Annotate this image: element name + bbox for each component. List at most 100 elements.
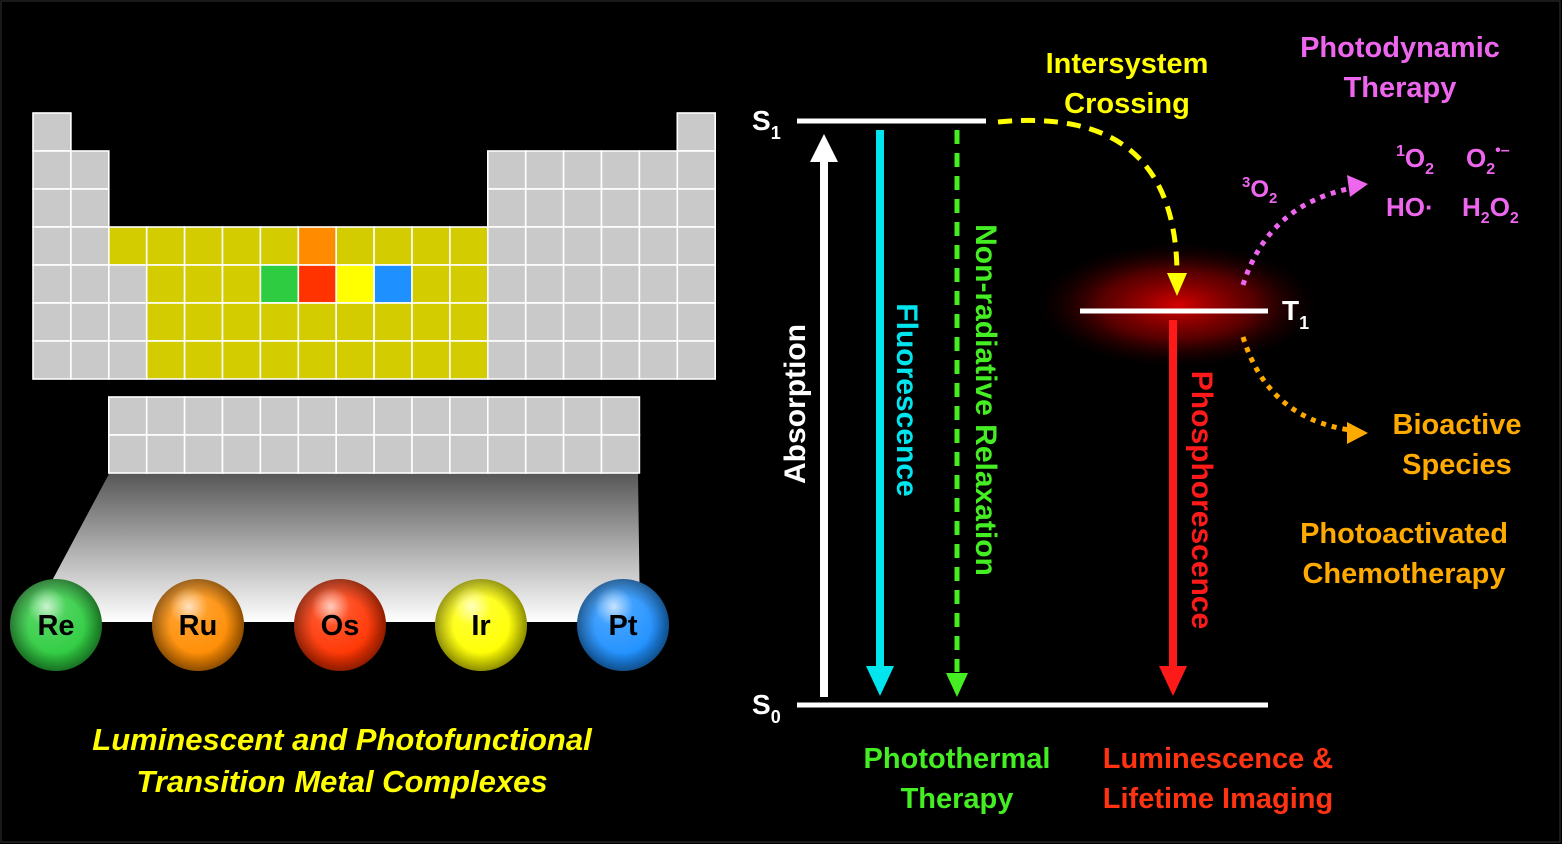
periodic-table-cell [32,150,72,190]
element-symbol: Pt [609,610,638,642]
f-block-cell [183,396,224,436]
sphere-highlight [435,579,527,671]
periodic-table-cell [259,340,300,380]
f-block-cell [449,396,489,436]
periodic-table-cell [411,226,451,266]
periodic-table-cell [524,264,565,304]
hydrogen-peroxide-label: H2O2 [1462,192,1519,227]
singlet-oxygen-label: 1O2 [1396,143,1434,178]
periodic-table-cell [562,264,603,304]
periodic-table-cell [638,264,679,304]
periodic-table-cell-ru [297,226,337,266]
periodic-table-cell [600,226,641,266]
f-block-cell [449,434,489,474]
f-block-cell [108,434,148,474]
f-block-cell [259,396,300,436]
phosphorescence-arrowhead [1159,666,1187,696]
s1-label: S1 [752,105,781,143]
periodic-table-cell [524,302,565,342]
periodic-table-cell [297,340,337,380]
periodic-table-cell [259,226,300,266]
periodic-table-cell [449,264,489,304]
f-block-cell [411,396,451,436]
periodic-table-cell [183,340,224,380]
periodic-table-cell [486,264,527,304]
pdt-label-1: Photodynamic [1300,32,1500,64]
periodic-table-cell [449,226,489,266]
periodic-table-cell [411,264,451,304]
f-block-cell [335,396,375,436]
periodic-table-cell [676,188,716,228]
periodic-table-cell [335,226,375,266]
periodic-table-cell [676,150,716,190]
f-block-cell [145,396,186,436]
periodic-table-cell [562,226,603,266]
periodic-table-cell [600,302,641,342]
f-block-cell [600,396,641,436]
periodic-table-cell [676,264,716,304]
periodic-table-cell [373,302,413,342]
periodic-table-cell [486,340,527,380]
periodic-table-cell [183,264,224,304]
periodic-table-cell [676,340,716,380]
periodic-table-cell [638,188,679,228]
periodic-table-cell [32,226,72,266]
absorption-arrowhead [810,134,838,162]
periodic-table-cell [183,226,224,266]
periodic-table-cell [221,302,262,342]
periodic-table-cell [259,302,300,342]
caption-line-1: Luminescent and Photofunctional [92,722,593,757]
periodic-table-cell [411,302,451,342]
periodic-table-cell [32,112,72,152]
f-block-cell [486,396,527,436]
periodic-table-cell [600,340,641,380]
bioactive-arrow [1240,336,1351,433]
element-sphere-ru: Ru [152,579,244,671]
f-block-cell [297,396,337,436]
periodic-table-cell [676,302,716,342]
periodic-table-cell [108,302,148,342]
periodic-table-cell [32,340,72,380]
periodic-table-cell [221,340,262,380]
sphere-highlight [294,579,386,671]
periodic-table-cell [145,340,186,380]
periodic-table-cell [638,302,679,342]
periodic-table-cell [221,226,262,266]
triplet-oxygen-label: 3O2 [1242,174,1277,207]
element-sphere-re: Re [10,579,102,671]
sphere-highlight [577,579,669,671]
imaging-label-2: Lifetime Imaging [1103,783,1333,815]
periodic-table-cell [638,226,679,266]
f-block-cell [297,434,337,474]
periodic-table-cell [373,340,413,380]
f-block-cell [373,396,413,436]
f-block-cell [145,434,186,474]
periodic-table-cell [32,188,72,228]
bioactive-label-2: Species [1402,449,1512,481]
fluorescence-arrowhead [866,666,894,696]
periodic-table-cell [373,226,413,266]
periodic-table-cell [411,340,451,380]
element-symbol: Os [321,610,360,642]
periodic-table-cell [600,150,641,190]
periodic-table-cell-ir [335,264,375,304]
isc-arrow [997,117,1180,273]
periodic-table [32,112,716,474]
pdt-arrowhead [1347,175,1368,197]
bioactive-label-1: Bioactive [1393,409,1522,441]
f-block-cell [221,434,262,474]
pdt-label-2: Therapy [1344,72,1457,104]
phosphorescence-label: Phosphorescence [1185,371,1218,629]
periodic-table-cell [449,302,489,342]
element-symbol: Ir [471,610,490,642]
t1-label: T1 [1282,295,1309,333]
pact-label-1: Photoactivated [1300,518,1508,550]
periodic-table-cell [524,340,565,380]
periodic-table-cell [449,340,489,380]
caption-line-2: Transition Metal Complexes [136,764,547,799]
f-block-cell [183,434,224,474]
periodic-table-cell [562,150,603,190]
periodic-table-cell-pt [373,264,413,304]
periodic-table-cell [676,112,716,152]
